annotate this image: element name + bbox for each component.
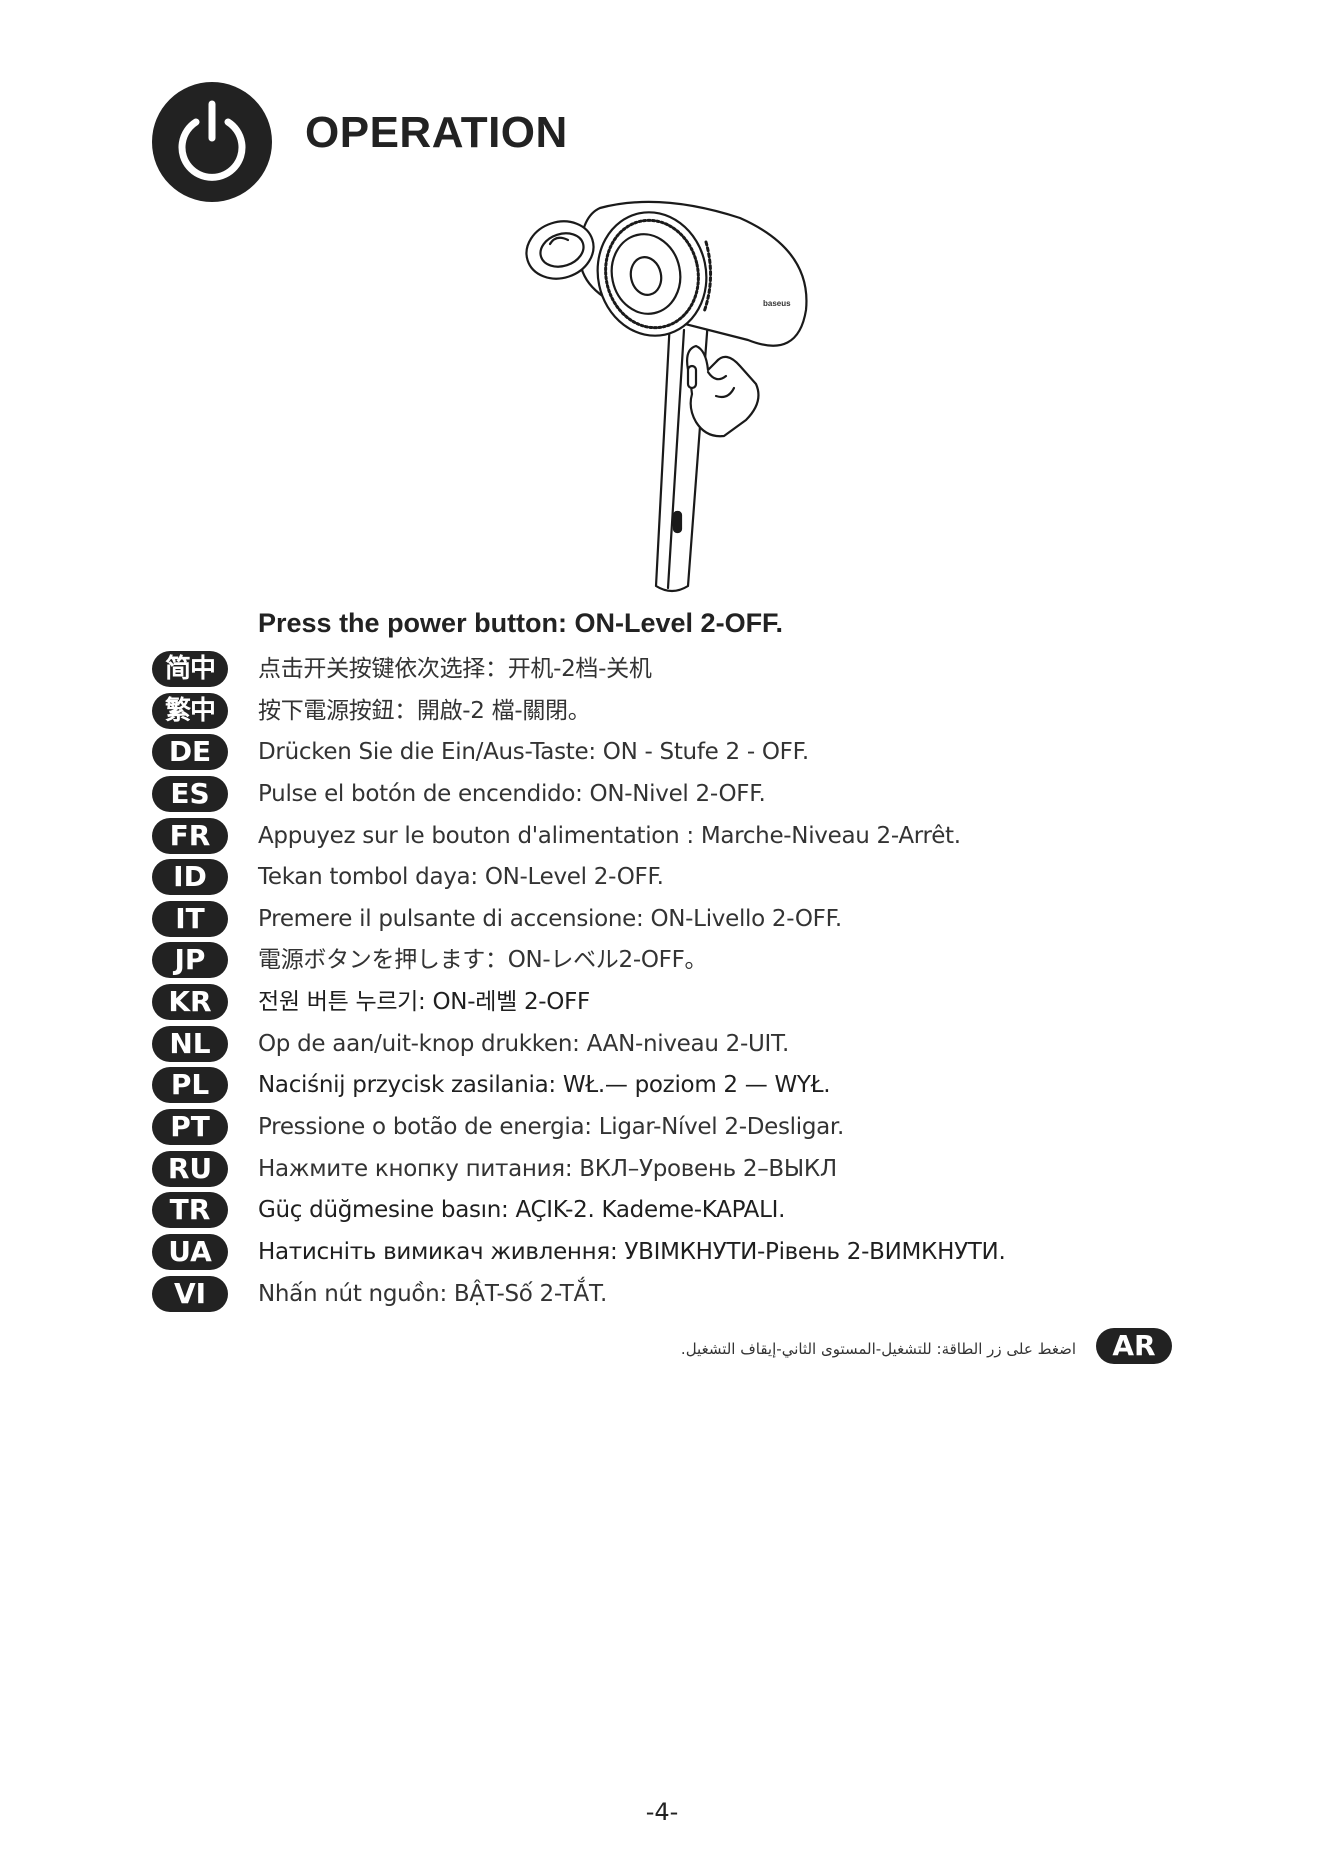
lang-text: Натисніть вимикач живлення: УВІМКНУТИ-Рі… [258, 1239, 1006, 1265]
lang-badge: IT [152, 901, 228, 937]
lang-badge: JP [152, 942, 228, 978]
lang-badge: UA [152, 1234, 228, 1270]
lang-text: 전원 버튼 누르기: ON-레벨 2-OFF [258, 989, 590, 1015]
lang-text: Naciśnij przycisk zasilania: WŁ.— poziom… [258, 1072, 831, 1098]
lang-row-ar: اضغط على زر الطاقة: للتشغيل-المستوى الثا… [681, 1328, 1172, 1368]
lang-text: 点击开关按键依次选择：开机-2档-关机 [258, 656, 652, 682]
lang-badge: KR [152, 984, 228, 1020]
page-title: OPERATION [305, 108, 568, 157]
lang-text: اضغط على زر الطاقة: للتشغيل-المستوى الثا… [680, 1340, 1076, 1358]
lang-text: 電源ボタンを押します：ON-レベル2-OFF。 [258, 947, 708, 973]
lang-text: 按下電源按鈕：開啟-2 檔-關閉。 [258, 698, 591, 724]
headline-instruction: Press the power button: ON-Level 2-OFF. [258, 608, 784, 638]
lang-badge: TR [152, 1192, 228, 1228]
lang-text: Nhấn nút nguồn: BẬT-Số 2-TẮT. [258, 1281, 607, 1307]
lang-text: Güç düğmesine basın: AÇIK-2. Kademe-KAPA… [258, 1197, 786, 1223]
lang-text: Appuyez sur le bouton d'alimentation : M… [258, 823, 961, 849]
lang-badge: AR [1096, 1328, 1172, 1364]
lang-text: Tekan tombol daya: ON-Level 2-OFF. [258, 864, 664, 890]
lang-badge: NL [152, 1026, 228, 1062]
lang-text: Op de aan/uit-knop drukken: AAN-niveau 2… [258, 1031, 789, 1057]
page-number: -4- [645, 1798, 679, 1826]
lang-badge: RU [152, 1151, 228, 1187]
lang-text: Drücken Sie die Ein/Aus-Taste: ON - Stuf… [258, 739, 809, 765]
lang-badge: VI [152, 1276, 228, 1312]
hair-dryer-illustration: baseus [525, 200, 808, 593]
lang-badge: DE [152, 734, 228, 770]
lang-text: Pulse el botón de encendido: ON-Nivel 2-… [258, 781, 766, 807]
lang-text: Premere il pulsante di accensione: ON-Li… [258, 906, 842, 932]
lang-badge: ID [152, 859, 228, 895]
lang-badge: ES [152, 776, 228, 812]
lang-badge: PT [152, 1109, 228, 1145]
lang-text: Нажмите кнопку питания: ВКЛ–Уровень 2–ВЫ… [258, 1156, 837, 1182]
lang-badge: 繁中 [152, 693, 228, 729]
lang-badge: FR [152, 818, 228, 854]
lang-badge: PL [152, 1067, 228, 1103]
power-icon [178, 100, 246, 181]
brand-label: baseus [763, 299, 791, 308]
power-badge [152, 82, 272, 202]
lang-badge: 简中 [152, 651, 228, 687]
lang-text: Pressione o botão de energia: Ligar-Níve… [258, 1114, 844, 1140]
